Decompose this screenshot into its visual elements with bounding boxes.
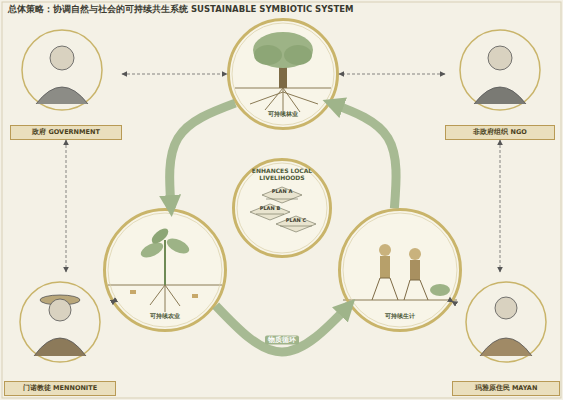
circle-label: 可持续生计 xyxy=(350,312,449,321)
edge-label: 物质循环 xyxy=(265,336,299,345)
stakeholder-box: 玛雅原住民 MAYAN xyxy=(452,272,560,396)
portrait xyxy=(460,30,540,110)
plant-illustration xyxy=(108,226,222,312)
portrait xyxy=(466,282,546,362)
stakeholder-box: 政府 GOVERNMENT xyxy=(10,20,122,140)
relation-connector xyxy=(500,140,501,272)
stakeholder-name: 政府 GOVERNMENT xyxy=(10,125,122,140)
plot-illustration xyxy=(250,187,316,232)
system-circle: 可持续生计 xyxy=(338,208,462,332)
circle-ring xyxy=(343,213,457,327)
plot-label: PLAN A xyxy=(272,188,293,194)
stakeholder-name: 玛雅原住民 MAYAN xyxy=(452,381,560,396)
relation-connector xyxy=(66,140,67,272)
relation-connector xyxy=(112,300,116,302)
circle-fill xyxy=(227,18,339,130)
system-circle: 可持续林业 xyxy=(227,18,339,130)
circle-label: 可持续林业 xyxy=(238,110,328,119)
cycle-arrow xyxy=(216,305,349,352)
center-circle: ENHANCES LOCAL LIVELIHOODS xyxy=(232,158,332,258)
relation-connector xyxy=(122,74,227,75)
stakeholder-box: 门诺教徒 MENNONITE xyxy=(4,272,116,396)
circle-fill xyxy=(338,208,462,332)
system-circle: 可持续农业 xyxy=(103,208,227,332)
circle-label: ENHANCES LOCAL LIVELIHOODS xyxy=(242,167,322,181)
plot-label: PLAN C xyxy=(286,217,306,223)
circle-ring xyxy=(237,163,327,253)
circle-fill xyxy=(232,158,332,258)
circle-ring xyxy=(232,23,334,125)
circle-ring xyxy=(105,210,226,331)
tree-illustration xyxy=(235,32,331,115)
circle-fill xyxy=(103,208,227,332)
diagram-title: 总体策略：协调自然与社会的可持续共生系统 SUSTAINABLE SYMBIOT… xyxy=(8,4,428,16)
stakeholder-box: 非政府组织 NGO xyxy=(445,20,555,140)
circle-ring xyxy=(234,160,331,257)
circle-label: 可持续农业 xyxy=(115,312,214,321)
circle-ring xyxy=(340,210,461,331)
circle-ring xyxy=(108,213,222,327)
portrait xyxy=(22,30,102,110)
stakeholder-name: 非政府组织 NGO xyxy=(445,125,555,140)
circle-ring xyxy=(229,20,338,129)
stakeholder-name: 门诺教徒 MENNONITE xyxy=(4,381,116,396)
relation-connector xyxy=(339,74,445,75)
portrait xyxy=(20,282,100,362)
cycle-arrow xyxy=(331,103,396,208)
cycle-arrow xyxy=(170,103,236,208)
people-illustration xyxy=(343,244,457,300)
plot-label: PLAN B xyxy=(260,205,280,211)
relation-connector xyxy=(452,301,453,303)
